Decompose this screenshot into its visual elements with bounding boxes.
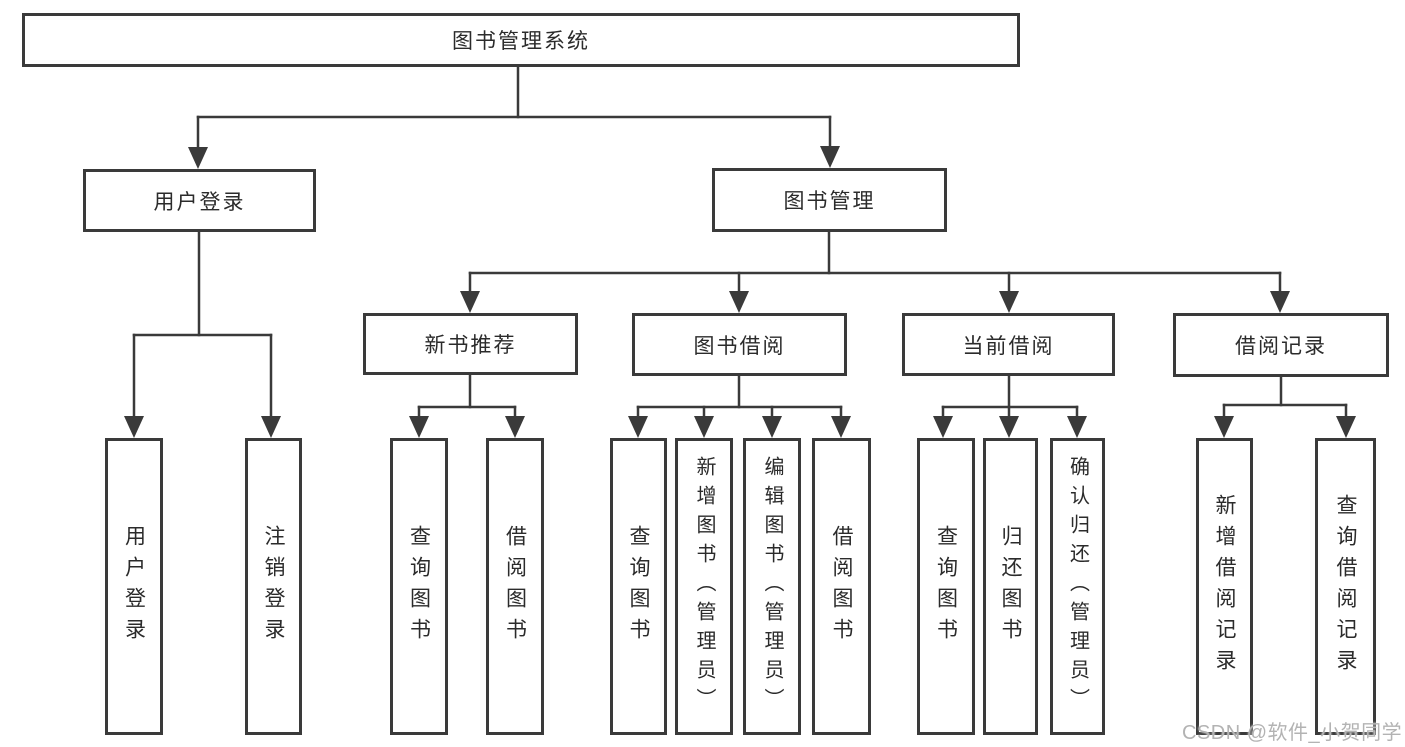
leaf-query-borrow-record: 查询借阅记录 (1315, 438, 1376, 735)
node-new-book-recommendation: 新书推荐 (363, 313, 578, 375)
leaf-query-books-recommend: 查询图书 (390, 438, 448, 735)
leaf-borrow-books-borrow: 借阅图书 (812, 438, 871, 735)
node-label: 查询图书 (407, 524, 431, 649)
node-library-management-system: 图书管理系统 (22, 13, 1020, 67)
leaf-borrow-books-recommend: 借阅图书 (486, 438, 544, 735)
node-label: 查询图书 (627, 524, 651, 649)
node-label: 新增图书（管理员） (693, 456, 715, 717)
node-label: 查询借阅记录 (1334, 493, 1358, 680)
node-user-login: 用户登录 (83, 169, 316, 232)
node-label: 注销登录 (262, 524, 286, 649)
node-current-borrowing: 当前借阅 (902, 313, 1115, 376)
node-label: 新书推荐 (424, 334, 517, 357)
node-label: 借阅图书 (830, 524, 854, 649)
watermark: CSDN @软件_小贺同学 (1182, 722, 1403, 744)
node-label: 借阅记录 (1235, 335, 1327, 358)
node-label: 图书借阅 (693, 334, 786, 358)
node-label: 图书管理系统 (452, 30, 590, 53)
node-label: 图书管理 (783, 190, 876, 213)
leaf-user-login: 用户登录 (105, 438, 163, 735)
node-label: 确认归还（管理员） (1066, 456, 1089, 717)
node-label: 查询图书 (934, 524, 958, 649)
node-label: 新增借阅记录 (1213, 493, 1237, 680)
node-book-management: 图书管理 (712, 168, 947, 232)
leaf-query-books-current: 查询图书 (917, 438, 975, 735)
node-label: 归还图书 (999, 524, 1023, 649)
leaf-edit-books-admin: 编辑图书（管理员） (743, 438, 801, 735)
node-label: 用户登录 (153, 190, 246, 214)
leaf-return-books: 归还图书 (983, 438, 1038, 735)
leaf-add-borrow-record: 新增借阅记录 (1196, 438, 1253, 735)
node-label: 借阅图书 (503, 524, 527, 649)
node-borrowing-records: 借阅记录 (1173, 313, 1389, 377)
node-label: 用户登录 (122, 524, 146, 649)
node-label: 当前借阅 (962, 334, 1055, 358)
node-label: 编辑图书（管理员） (761, 456, 783, 717)
node-book-borrowing: 图书借阅 (632, 313, 847, 376)
leaf-confirm-return-admin: 确认归还（管理员） (1050, 438, 1105, 735)
leaf-add-books-admin: 新增图书（管理员） (675, 438, 733, 735)
leaf-logout: 注销登录 (245, 438, 302, 735)
leaf-query-books-borrow: 查询图书 (610, 438, 667, 735)
